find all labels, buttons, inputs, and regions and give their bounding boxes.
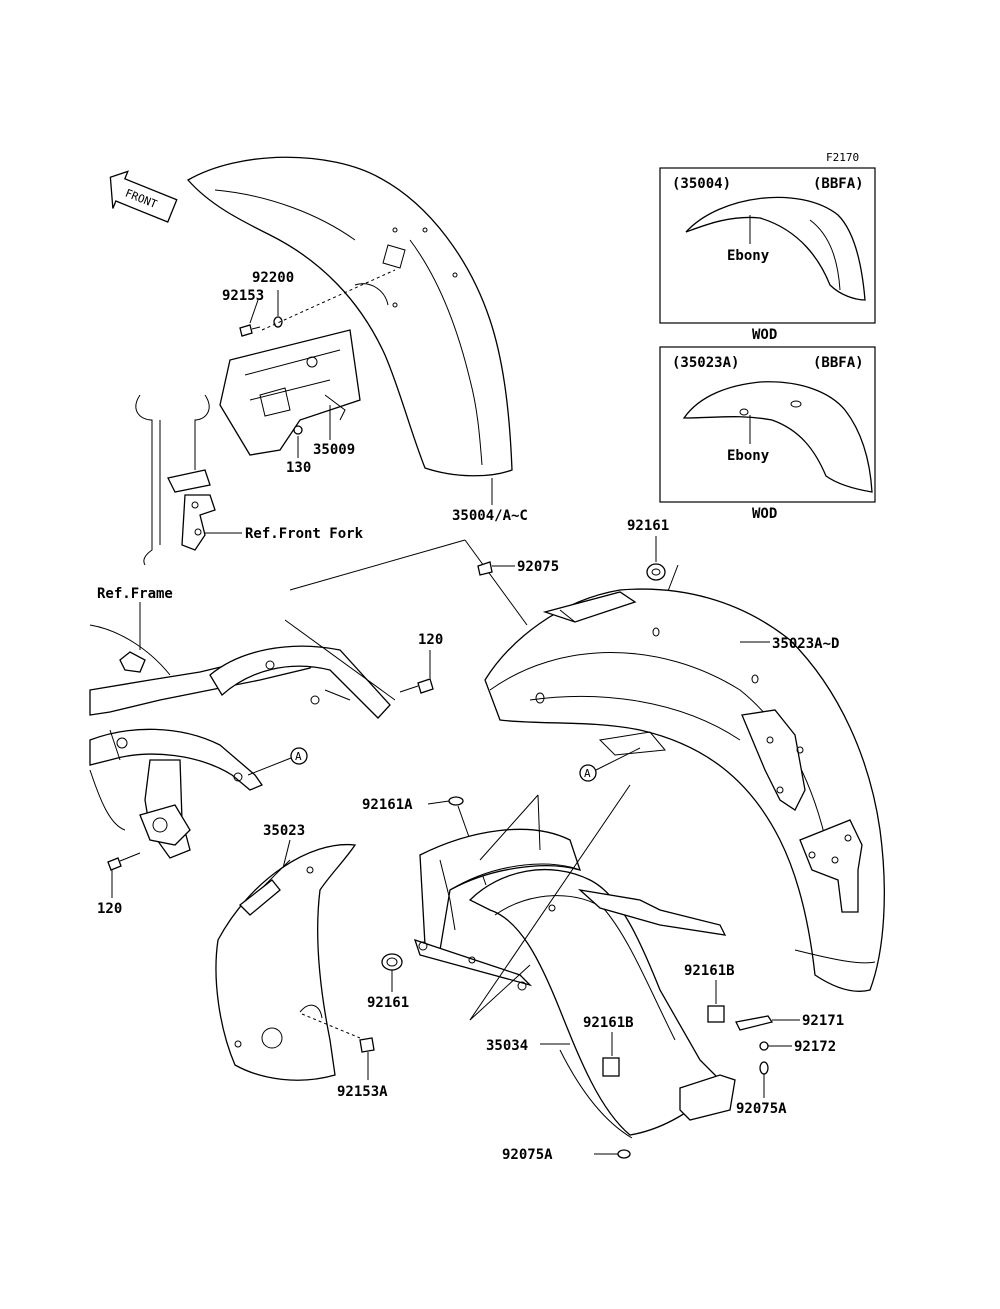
inset-rear-fender: (35023A) (BBFA) Ebony WOD bbox=[659, 346, 876, 522]
callout-92075: 92075 bbox=[517, 559, 559, 575]
inset-rear-color: Ebony bbox=[727, 448, 770, 464]
inset-rear-caption: WOD bbox=[752, 506, 777, 522]
inset-rear-part-number: (35023A) bbox=[672, 355, 739, 371]
grommet-92161-top bbox=[646, 563, 666, 581]
ref-frame: Ref.Frame bbox=[97, 586, 173, 602]
callout-92161b-right: 92161B bbox=[684, 963, 735, 979]
callout-35004ac: 35004/A~C bbox=[452, 508, 528, 524]
grommet-92075a-bottom bbox=[617, 1149, 631, 1159]
ref-a-right: A bbox=[584, 767, 591, 780]
inset-front-caption: WOD bbox=[752, 327, 777, 343]
inset-rear-fender-shape bbox=[682, 381, 873, 493]
callout-35034: 35034 bbox=[486, 1038, 528, 1054]
bolt-120-bottom bbox=[107, 852, 141, 871]
bolt-92153a bbox=[359, 1037, 375, 1053]
frame-reference bbox=[89, 624, 391, 859]
inset-front-color: Ebony bbox=[727, 248, 770, 264]
callout-35009: 35009 bbox=[313, 442, 355, 458]
inset-front-fender-shape bbox=[685, 196, 866, 301]
callout-92075a-bottom: 92075A bbox=[502, 1147, 553, 1163]
screw-92172 bbox=[759, 1041, 769, 1051]
callout-92075a-right: 92075A bbox=[736, 1101, 787, 1117]
ref-a-left: A bbox=[295, 750, 302, 763]
rear-fender-support bbox=[413, 828, 736, 1139]
callout-92161a: 92161A bbox=[362, 797, 413, 813]
callout-35023ad: 35023A~D bbox=[772, 636, 839, 652]
callout-92200: 92200 bbox=[252, 270, 294, 286]
front-arrow-icon: FRONT bbox=[109, 170, 178, 223]
inset-rear-code: (BBFA) bbox=[813, 355, 864, 371]
callout-120-top: 120 bbox=[418, 632, 443, 648]
ref-a-left-marker bbox=[247, 747, 308, 776]
bolt-92153 bbox=[239, 324, 261, 337]
clip-92171 bbox=[735, 1015, 774, 1031]
figure-code: F2170 bbox=[826, 151, 859, 164]
callout-130: 130 bbox=[286, 460, 311, 476]
callout-92153: 92153 bbox=[222, 288, 264, 304]
ref-front-fork: Ref.Front Fork bbox=[245, 526, 364, 542]
inset-front-fender: (35004) (BBFA) Ebony WOD bbox=[659, 167, 876, 343]
inset-front-code: (BBFA) bbox=[813, 176, 864, 192]
bolt-120-top bbox=[399, 678, 434, 694]
callout-92161b-left: 92161B bbox=[583, 1015, 634, 1031]
front-fender bbox=[186, 156, 513, 477]
rear-fender bbox=[484, 588, 885, 992]
callout-92172: 92172 bbox=[794, 1039, 836, 1055]
callout-92153a: 92153A bbox=[337, 1084, 388, 1100]
inner-fender-35023 bbox=[215, 843, 361, 1081]
grommet-92075 bbox=[477, 561, 493, 576]
front-fender-bracket bbox=[219, 329, 361, 456]
callout-92171: 92171 bbox=[802, 1013, 844, 1029]
callout-92161-top: 92161 bbox=[627, 518, 669, 534]
front-fork-reference bbox=[135, 394, 242, 566]
inset-front-part-number: (35004) bbox=[672, 176, 731, 192]
callout-92161-mid: 92161 bbox=[367, 995, 409, 1011]
plug-92161a bbox=[448, 796, 464, 806]
grommet-92161-mid bbox=[381, 953, 403, 971]
callout-35023: 35023 bbox=[263, 823, 305, 839]
grommet-92075a-right bbox=[759, 1061, 769, 1075]
callout-120-bottom: 120 bbox=[97, 901, 122, 917]
washer-92200 bbox=[273, 316, 283, 328]
ref-a-right-marker bbox=[579, 747, 641, 782]
